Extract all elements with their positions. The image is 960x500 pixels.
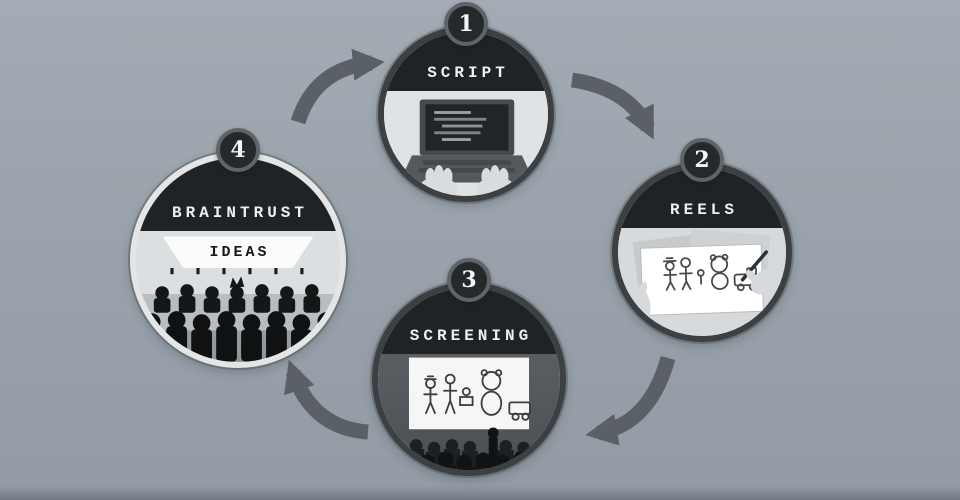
step-4-label: BRAINTRUST [171, 204, 308, 223]
step-3-number-badge: 3 [447, 258, 491, 302]
laptop-illustration [399, 99, 535, 196]
arrow-4-to-1 [290, 48, 385, 125]
step-braintrust: 4 BRAINTRUST IDEAS [130, 128, 346, 368]
step-1-label: SCRIPT [427, 64, 509, 83]
step-number: 2 [694, 147, 710, 173]
step-4-number-badge: 4 [216, 128, 260, 172]
step-2-circle: REELS [612, 162, 792, 342]
step-3-body [378, 353, 560, 470]
step-number: 1 [458, 11, 474, 37]
step-2-label: REELS [669, 201, 738, 220]
step-1-circle: SCRIPT [378, 26, 554, 202]
screening-illustration [379, 357, 550, 470]
step-4-body: IDEAS [136, 231, 340, 362]
storyboard-illustration [618, 229, 778, 330]
step-1-number-badge: 1 [444, 2, 488, 46]
step-reels: 2 REELS [612, 138, 792, 342]
step-3-label: SCREENING [409, 326, 533, 345]
step-number: 3 [461, 267, 477, 293]
arrow-2-to-3 [585, 355, 676, 446]
step-1-body [384, 91, 548, 196]
ideas-banner-text: IDEAS [209, 243, 270, 261]
step-2-number-badge: 2 [680, 138, 724, 182]
arrow-3-to-4 [284, 359, 369, 440]
step-4-circle: BRAINTRUST IDEAS [130, 152, 346, 368]
step-script: 1 SCRIPT [378, 2, 554, 202]
braintrust-audience-illustration [141, 268, 337, 362]
step-2-body [618, 228, 786, 336]
step-number: 4 [230, 137, 246, 163]
arrow-1-to-2 [570, 72, 655, 140]
ideas-banner: IDEAS [162, 236, 314, 269]
step-screening: 3 SCREENING [372, 258, 566, 476]
step-3-circle: SCREENING [372, 282, 566, 476]
